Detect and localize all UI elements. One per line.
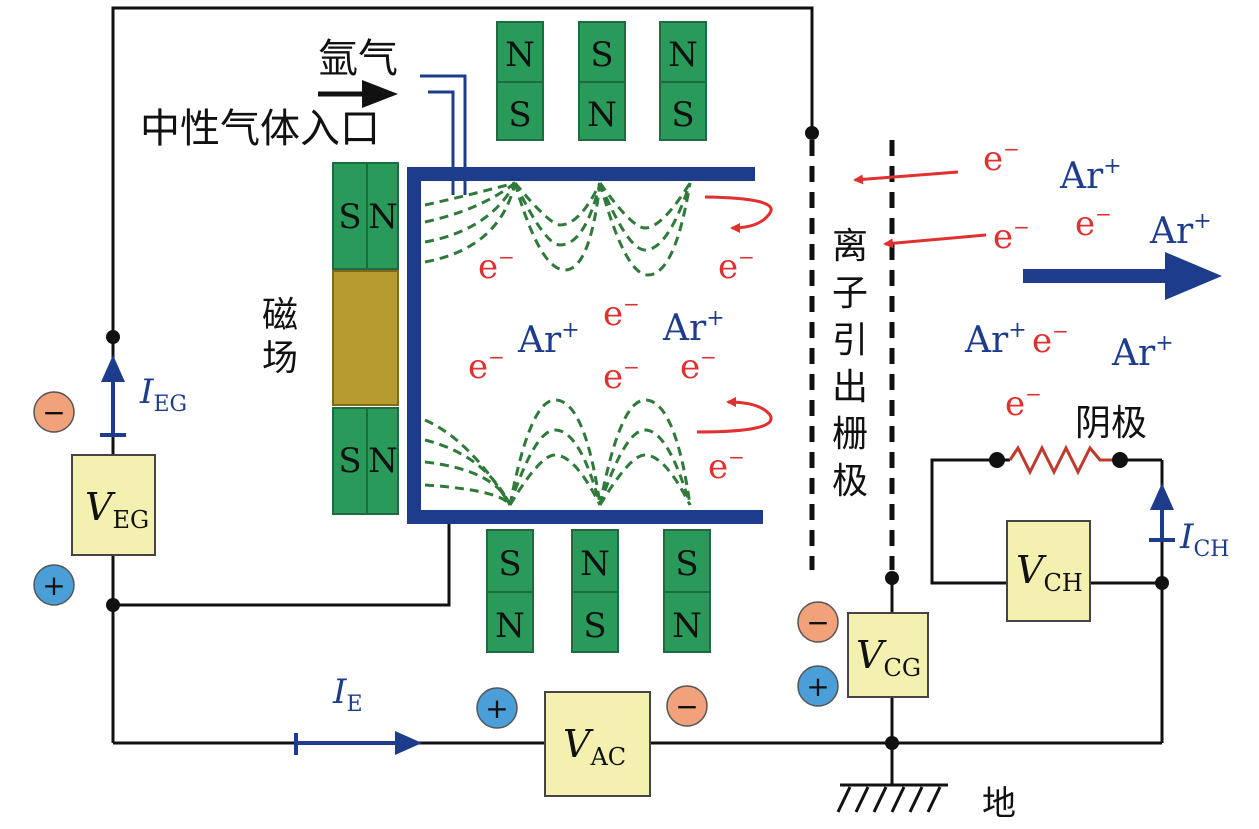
bottom-magnet-1: S N (486, 529, 534, 653)
junction-dots (106, 126, 1169, 750)
svg-text:+: + (485, 692, 508, 725)
polarity-vcg-plus: + (797, 665, 839, 707)
polarity-veg-minus: − (33, 391, 75, 433)
electron-11: e− (1032, 319, 1069, 361)
current-ieg-arrow (100, 355, 126, 437)
electron-3: e− (603, 292, 640, 334)
svg-text:N: N (672, 606, 702, 646)
electron-5: e− (603, 355, 640, 397)
svg-text:N: N (580, 544, 610, 584)
svg-text:S: S (590, 35, 613, 75)
svg-text:S: S (338, 197, 361, 237)
svg-text:N: N (368, 441, 398, 481)
svg-text:栅: 栅 (832, 414, 868, 455)
wire-vch-left (930, 458, 1007, 585)
source-vch: VCH (1006, 520, 1091, 622)
electron-12: e− (1005, 382, 1042, 424)
top-magnet-2: S N (578, 21, 626, 141)
magnetic-field-label-2: 场 (262, 338, 298, 379)
gas-inlet-pipe (420, 74, 467, 195)
svg-text:极: 极 (832, 461, 868, 502)
svg-text:VAC: VAC (563, 722, 626, 771)
source-vcg: VCG (847, 612, 929, 698)
polarity-vcg-minus: − (797, 601, 839, 643)
particles: e− e− e− e− e− e− e− e− e− e− e− e− Ar+ … (468, 137, 1212, 487)
grid-label: 离 子 引 出 栅 极 (832, 226, 868, 502)
svg-text:N: N (368, 197, 398, 237)
wire-top-loop (111, 6, 814, 330)
source-vac: VAC (544, 691, 651, 797)
cathode-resistor (989, 444, 1128, 476)
top-magnet-3: N S (659, 21, 707, 141)
svg-text:离: 离 (832, 226, 868, 267)
svg-text:VCH: VCH (1016, 548, 1083, 597)
svg-text:VCG: VCG (856, 633, 921, 682)
current-ie-arrow (294, 731, 422, 755)
cathode-label: 阴极 (1075, 403, 1147, 444)
ion-beam-arrow (1023, 252, 1222, 300)
svg-text:S: S (338, 441, 361, 481)
svg-text:+: + (42, 569, 65, 602)
gas-inlet-arrow (318, 80, 398, 108)
svg-text:S: S (508, 95, 531, 135)
electron-6: e− (680, 345, 717, 387)
magnetic-field-lines (424, 181, 692, 506)
svg-text:VEG: VEG (85, 485, 149, 534)
svg-text:S: S (498, 544, 521, 584)
polarity-vac-minus: − (666, 685, 708, 727)
svg-text:S: S (675, 544, 698, 584)
source-veg: VEG (71, 454, 156, 556)
svg-text:+: + (806, 670, 829, 703)
ion-6: Ar+ (1111, 331, 1174, 374)
electron-10: e− (1075, 202, 1112, 244)
svg-text:−: − (806, 606, 829, 639)
bottom-magnet-3: S N (663, 529, 711, 653)
svg-text:−: − (675, 690, 698, 723)
ground-label: 地 (982, 784, 1016, 824)
bottom-magnet-2: N S (571, 529, 619, 653)
svg-text:出: 出 (832, 367, 868, 408)
left-magnet-stack: S N S N (332, 162, 399, 515)
polarity-veg-plus: + (33, 564, 75, 606)
svg-text:N: N (587, 95, 617, 135)
svg-text:N: N (505, 35, 535, 75)
svg-text:−: − (42, 396, 65, 429)
current-ie-label: IE (332, 672, 363, 717)
electron-1: e− (478, 245, 515, 287)
current-ieg-label: IEG (139, 372, 187, 417)
svg-text:S: S (671, 95, 694, 135)
discharge-chamber (407, 167, 763, 524)
magnet-core (332, 270, 399, 406)
top-magnet-1: N S (496, 21, 544, 141)
ion-2: Ar+ (662, 306, 725, 349)
svg-text:引: 引 (832, 320, 868, 361)
svg-text:N: N (495, 606, 525, 646)
ion-4: Ar+ (1149, 209, 1212, 252)
electron-4: e− (468, 345, 505, 387)
ion-1: Ar+ (517, 318, 580, 361)
gas-label-argon: 氩气 (318, 36, 398, 82)
ground-symbol (836, 783, 948, 813)
electron-reflection-arrows (696, 170, 987, 434)
ion-5: Ar+ (964, 318, 1027, 361)
current-ich-arrow (1149, 483, 1175, 542)
electron-7: e− (708, 445, 745, 487)
ion-3: Ar+ (1059, 154, 1122, 197)
svg-text:子: 子 (832, 273, 868, 314)
magnetic-field-label-1: 磁 (262, 295, 298, 336)
svg-text:S: S (583, 606, 606, 646)
bottom-magnets: S N N S S N (486, 529, 711, 653)
electron-2: e− (718, 245, 755, 287)
current-ich-label: ICH (1179, 517, 1229, 562)
electron-8: e− (983, 137, 1020, 179)
wire-to-anode (113, 522, 451, 607)
polarity-vac-plus: + (476, 687, 518, 729)
svg-text:N: N (668, 35, 698, 75)
top-magnets: N S S N N S (496, 21, 707, 141)
gas-label-inlet: 中性气体入口 (140, 106, 380, 152)
electron-9: e− (993, 215, 1030, 257)
